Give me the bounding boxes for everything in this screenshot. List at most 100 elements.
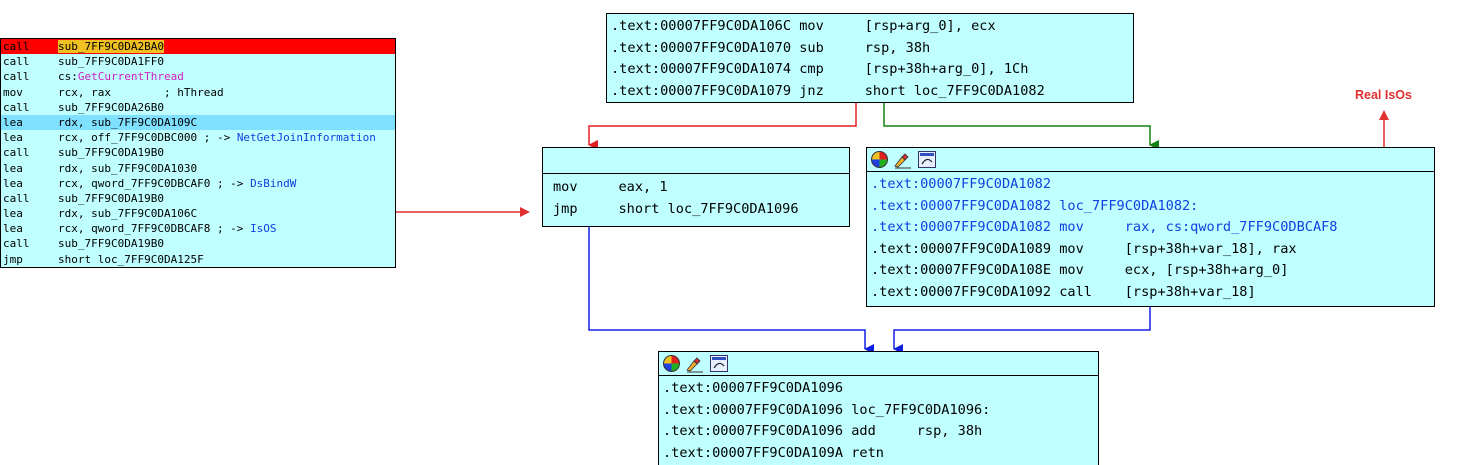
listing-mnemonic: call [3, 146, 30, 160]
listing-row[interactable]: lea rcx, off_7FF9C0DBC000 ; -> NetGetJoin… [1, 130, 395, 145]
node-fake-isos[interactable]: mov eax, 1 jmp short loc_7FF9C0DA1096 [542, 147, 850, 227]
node-exit[interactable]: .text:00007FF9C0DA1096 .text:00007FF9C0DA… [658, 351, 1099, 465]
listing-mnemonic: call [3, 55, 30, 69]
operand-text: rcx, qword_7FF9C0DBCAF8 ; -> [58, 222, 251, 236]
operand-text: cs: [58, 70, 78, 84]
color-icon[interactable] [871, 151, 888, 168]
listing-operand: rcx, off_7FF9C0DBC000 ; -> NetGetJoinInf… [58, 130, 395, 145]
listing-mnemonic: call [3, 40, 30, 53]
listing-operand: rcx, rax ; hThread [58, 85, 395, 100]
listing-operand: rcx, qword_7FF9C0DBCAF8 ; -> IsOS [58, 221, 395, 236]
operand-text: short loc_7FF9C0DA125F [58, 252, 204, 266]
listing-row[interactable]: mov rcx, rax ; hThread [1, 85, 395, 100]
operand-text: sub_7FF9C0DA1FF0 [58, 55, 164, 69]
listing-row[interactable]: call sub_7FF9C0DA19B0 [1, 145, 395, 160]
listing-operand: short loc_7FF9C0DA125F [58, 252, 395, 267]
operand-text: rcx, off_7FF9C0DBC000 ; -> [58, 131, 237, 145]
rename-icon[interactable] [685, 355, 705, 373]
node-header [543, 148, 849, 174]
listing-row[interactable]: call sub_7FF9C0DA19B0 [1, 236, 395, 251]
listing-operand: rcx, qword_7FF9C0DBCAF0 ; -> DsBindW [58, 176, 395, 191]
operand-symbol[interactable]: NetGetJoinInformation [236, 131, 376, 145]
listing-mnemonic: call [3, 191, 30, 205]
node-real-isos[interactable]: .text:00007FF9C0DA1082 .text:00007FF9C0DA… [866, 147, 1435, 307]
listing-row[interactable]: lea rdx, sub_7FF9C0DA1030 [1, 161, 395, 176]
listing-operand: sub_7FF9C0DA19B0 [58, 236, 395, 251]
operand-text: rdx, sub_7FF9C0DA106C [58, 207, 198, 221]
code-line[interactable]: jmp short loc_7FF9C0DA1096 [553, 200, 799, 217]
listing-row[interactable]: jmp short loc_7FF9C0DA125F [1, 252, 395, 267]
listing-mnemonic: call [3, 100, 30, 114]
listing-operand: sub_7FF9C0DA19B0 [58, 145, 395, 160]
operand-text: rdx, sub_7FF9C0DA109C [58, 115, 198, 129]
listing-row[interactable]: call sub_7FF9C0DA2BA0 [1, 39, 395, 55]
operand-text: rcx, qword_7FF9C0DBCAF0 ; -> [58, 176, 251, 190]
listing-operand: rdx, sub_7FF9C0DA109C [58, 115, 395, 130]
operand-symbol[interactable]: DsBindW [250, 176, 297, 190]
operand-text: rdx, sub_7FF9C0DA1030 [58, 161, 198, 175]
rename-icon[interactable] [893, 151, 913, 169]
code-line[interactable]: .text:00007FF9C0DA1092 call [rsp+38h+var… [871, 283, 1256, 300]
node-header [867, 148, 1434, 172]
listing-row[interactable]: lea rdx, sub_7FF9C0DA109C [1, 114, 395, 131]
listing-mnemonic: lea [3, 115, 23, 129]
listing-row[interactable]: call sub_7FF9C0DA1FF0 [1, 54, 395, 69]
color-icon[interactable] [663, 355, 680, 372]
edge-real-to-exit [893, 307, 1151, 354]
operand-text: sub_7FF9C0DA26B0 [58, 100, 164, 114]
listing-row[interactable]: lea rdx, sub_7FF9C0DA106C [1, 206, 395, 221]
operand-text: sub_7FF9C0DA19B0 [58, 191, 164, 205]
listing-mnemonic: lea [3, 131, 23, 145]
graph-icon[interactable] [918, 151, 936, 168]
operand-symbol[interactable]: GetCurrentThread [77, 70, 184, 84]
listing-row[interactable]: lea rcx, qword_7FF9C0DBCAF0 ; -> DsBindW [1, 176, 395, 191]
node-header [659, 352, 1098, 376]
code-line[interactable]: .text:00007FF9C0DA108E mov ecx, [rsp+38h… [871, 262, 1289, 278]
node-entry[interactable]: .text:00007FF9C0DA106C mov [rsp+arg_0], … [606, 13, 1134, 103]
listing-row[interactable]: call sub_7FF9C0DA19B0 [1, 191, 395, 206]
code-line[interactable]: mov eax, 1 [553, 179, 668, 195]
operand-symbol[interactable]: IsOS [250, 222, 277, 236]
listing-mnemonic: call [3, 237, 30, 251]
graph-icon[interactable] [710, 355, 728, 372]
edge-true-branch [883, 103, 1159, 150]
code-line[interactable]: .text:00007FF9C0DA1079 jnz short loc_7FF… [611, 82, 1045, 99]
code-line[interactable]: .text:00007FF9C0DA1096 loc_7FF9C0DA1096: [663, 401, 991, 418]
listing-mnemonic: jmp [3, 252, 23, 266]
listing-operand: sub_7FF9C0DA2BA0 [58, 39, 395, 54]
listing-operand: cs:GetCurrentThread [58, 69, 395, 84]
listing-operand: rdx, sub_7FF9C0DA1030 [58, 161, 395, 176]
listing-mnemonic: mov [3, 85, 23, 99]
code-line[interactable]: .text:00007FF9C0DA109A retn [663, 444, 884, 461]
code-line[interactable]: .text:00007FF9C0DA1089 mov [rsp+38h+var_… [871, 240, 1297, 257]
operand-text: sub_7FF9C0DA19B0 [58, 237, 164, 251]
code-line[interactable]: .text:00007FF9C0DA1070 sub rsp, 38h [611, 39, 931, 56]
edge-false-branch [588, 103, 857, 150]
code-line[interactable]: .text:00007FF9C0DA1082 mov rax, cs:qword… [871, 219, 1338, 235]
operand-text: rcx, rax ; hThread [58, 85, 224, 99]
listing-operand: sub_7FF9C0DA1FF0 [58, 54, 395, 69]
code-line[interactable]: .text:00007FF9C0DA1096 add rsp, 38h [663, 423, 983, 439]
code-line[interactable]: .text:00007FF9C0DA1082 loc_7FF9C0DA1082: [871, 197, 1199, 214]
code-line[interactable]: .text:00007FF9C0DA1074 cmp [rsp+38h+arg_… [611, 61, 1029, 77]
operand-symbol[interactable]: sub_7FF9C0DA2BA0 [58, 40, 164, 53]
code-line[interactable]: .text:00007FF9C0DA1096 [663, 380, 844, 396]
listing-operand: sub_7FF9C0DA26B0 [58, 100, 395, 115]
code-line[interactable]: .text:00007FF9C0DA1082 [871, 176, 1052, 192]
annotation-real-isos: Real IsOs [1355, 88, 1412, 102]
operand-text: sub_7FF9C0DA19B0 [58, 146, 164, 160]
edge-fake-to-exit [588, 227, 874, 354]
listing-mnemonic: lea [3, 176, 23, 190]
code-line[interactable]: .text:00007FF9C0DA106C mov [rsp+arg_0], … [611, 18, 996, 34]
annotation-arrowhead-real [1379, 110, 1389, 120]
listing-row[interactable]: call sub_7FF9C0DA26B0 [1, 100, 395, 115]
listing-operand: rdx, sub_7FF9C0DA106C [58, 206, 395, 221]
listing-mnemonic: lea [3, 207, 23, 221]
listing-mnemonic: lea [3, 222, 23, 236]
listing-operand: sub_7FF9C0DA19B0 [58, 191, 395, 206]
listing-mnemonic: lea [3, 161, 23, 175]
listing-row[interactable]: lea rcx, qword_7FF9C0DBCAF8 ; -> IsOS [1, 221, 395, 236]
annotation-arrowhead-listing [520, 207, 530, 217]
